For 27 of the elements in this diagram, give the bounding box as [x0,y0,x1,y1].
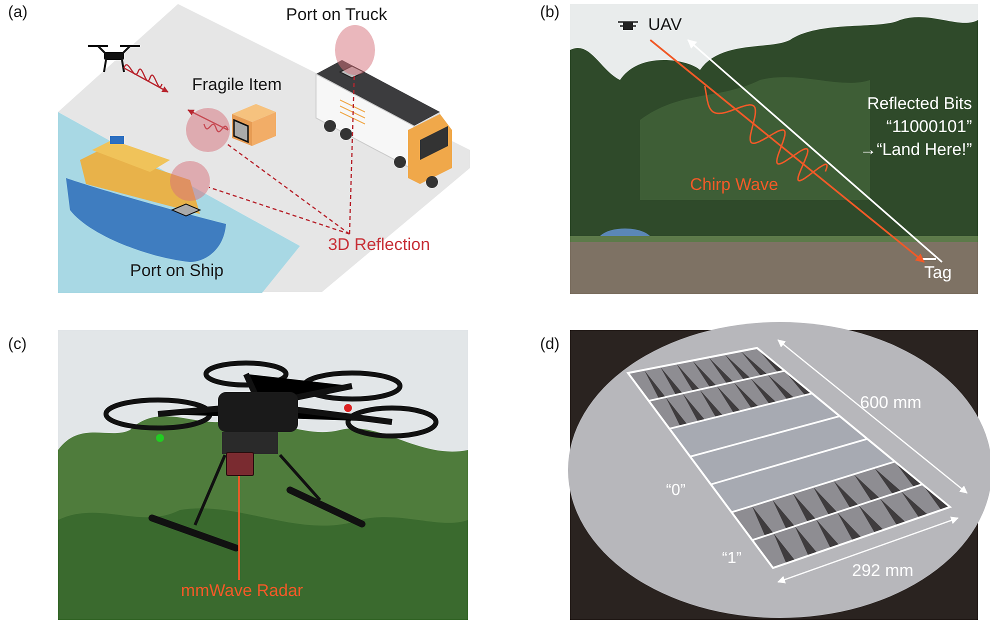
scene-label: Fragile Item [192,74,282,96]
dimension-label: 600 mm [860,392,922,414]
dashed-leader-line [208,186,350,235]
tag-label: Tag [918,262,958,284]
scene-label: Port on Ship [130,260,224,282]
callout-label: 3D Reflection [312,234,446,256]
dashed-leader-line [225,142,350,235]
panel-label: (b) [540,3,560,23]
panel-label: (d) [540,335,560,355]
leader-line [238,474,240,580]
reflection-spot [170,161,210,201]
panel-label: (a) [8,3,28,23]
dimension-label: 292 mm [852,560,914,582]
radar-module [226,452,254,476]
dashed-leader-line [348,74,355,234]
uav-label: UAV [642,14,688,36]
bits-annotation: Reflected Bits “11000101” →“Land Here!” [858,93,972,161]
radar-label: mmWave Radar [168,580,316,602]
reflection-spot [186,108,230,152]
bit-label: “0” [666,481,686,501]
arrow [687,39,943,263]
arrow [650,39,925,263]
bit-label: “1” [722,549,742,569]
scene-label: Port on Truck [286,4,388,26]
panel-label: (c) [8,335,27,355]
reflection-spot [335,25,375,75]
wave-label: Chirp Wave [690,174,778,196]
